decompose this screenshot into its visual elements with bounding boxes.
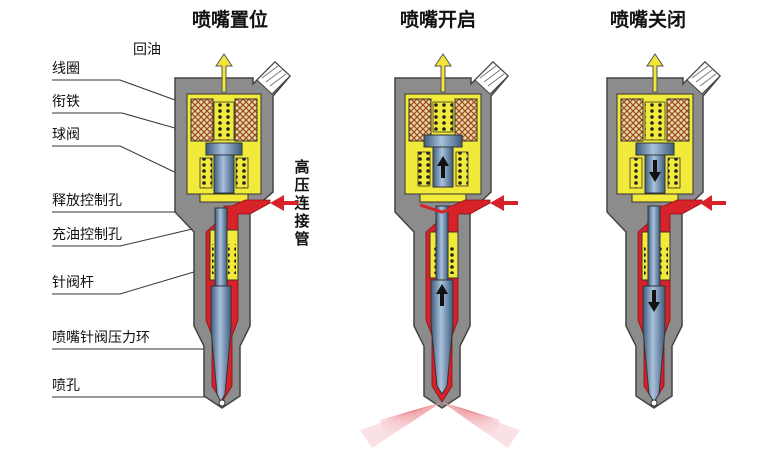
label-armature: 衔铁 <box>52 94 80 110</box>
spring-top <box>644 101 666 141</box>
down-arrow-armature <box>649 160 661 182</box>
label-pressure-ring: 喷嘴针阀压力环 <box>52 330 150 346</box>
inlet-arrow <box>490 195 518 211</box>
coil-right <box>234 98 258 142</box>
armature-stem <box>213 154 235 194</box>
label-release-orifice: 释放控制孔 <box>52 193 122 209</box>
needle-rod <box>435 205 449 283</box>
armature <box>635 142 675 156</box>
spring-top <box>432 101 454 133</box>
needle-rod <box>214 207 228 287</box>
label-fill-orifice: 充油控制孔 <box>52 227 122 243</box>
return-oil-arrow <box>646 53 664 93</box>
hp-char-4: 接 <box>294 212 309 230</box>
label-coil: 线圈 <box>52 61 80 77</box>
needle-rod <box>647 205 661 289</box>
valve-plate <box>631 193 679 203</box>
valve-plate <box>419 193 467 203</box>
coil-left <box>408 98 432 142</box>
down-arrow-needle <box>648 290 660 312</box>
title-close: 喷嘴关闭 <box>610 8 686 31</box>
return-oil-arrow <box>215 53 233 93</box>
injector-open <box>360 53 520 448</box>
high-pressure-pipe-label: 高 压 连 接 管 <box>294 158 310 248</box>
return-oil-arrow <box>434 53 452 93</box>
title-open: 喷嘴开启 <box>400 8 476 31</box>
needle-tip <box>210 285 232 404</box>
needle-tip <box>430 279 454 395</box>
spring-top <box>213 101 235 141</box>
injector-reset <box>174 53 298 409</box>
leader-lines <box>52 79 223 398</box>
coil-left <box>190 98 214 142</box>
hp-char-3: 连 <box>294 194 310 212</box>
injector-close <box>606 53 726 409</box>
armature <box>205 142 243 156</box>
hp-char-2: 压 <box>294 176 309 194</box>
label-return-oil: 回油 <box>133 42 161 58</box>
coil-left <box>620 98 644 142</box>
hp-char-5: 管 <box>294 230 309 248</box>
coil-right <box>666 98 690 142</box>
up-arrow-needle <box>436 284 448 306</box>
armature <box>423 134 463 148</box>
coil-right <box>454 98 478 142</box>
inlet-arrow <box>270 195 298 211</box>
label-needle-rod: 针阀杆 <box>52 275 94 291</box>
hp-char-1: 高 <box>294 158 309 176</box>
label-nozzle-hole: 喷孔 <box>52 378 80 394</box>
valve-plate <box>199 193 249 203</box>
up-arrow-armature <box>437 156 449 178</box>
inlet-arrow <box>700 195 726 211</box>
title-reset: 喷嘴置位 <box>192 8 268 31</box>
needle-tip <box>642 285 666 403</box>
label-ball-valve: 球阀 <box>52 127 80 143</box>
